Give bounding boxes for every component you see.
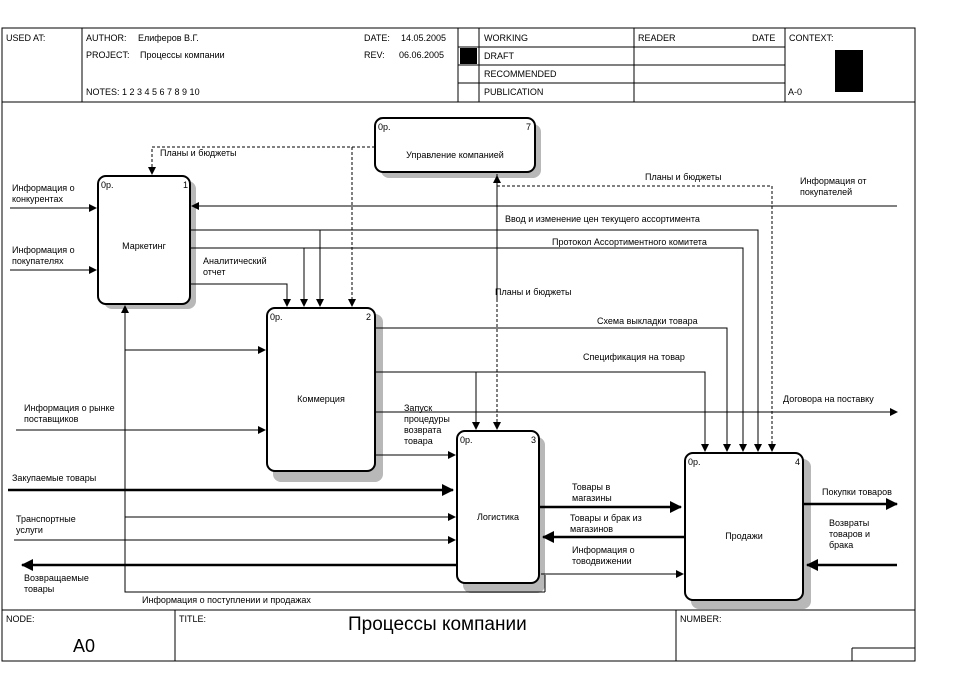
label-plans-right: Планы и бюджеты [645, 172, 722, 182]
arrow-analytic-report [190, 283, 291, 307]
author-label: AUTHOR: [86, 33, 127, 43]
arrow-receipts-sales [121, 305, 545, 593]
node-value: A0 [73, 636, 96, 656]
label-return-procedure: Запуск процедуры возврата товара [404, 403, 450, 446]
draft-marker [460, 48, 477, 64]
box-management [374, 117, 536, 173]
label-returned-goods: Возвращаемые товары [24, 573, 89, 594]
label-layout-scheme: Схема выкладки товара [597, 316, 698, 326]
box-op: 0р. [460, 435, 473, 445]
box-label-commerce: Коммерция [297, 394, 345, 404]
number-label: NUMBER: [680, 614, 722, 624]
label-plans-mid: Планы и бюджеты [495, 287, 572, 297]
project-label: PROJECT: [86, 50, 130, 60]
box-marketing [97, 175, 191, 305]
author-value: Елиферов В.Г. [138, 33, 199, 43]
status-draft: DRAFT [484, 51, 514, 61]
date-label: DATE: [364, 33, 390, 43]
rev-label: REV: [364, 50, 385, 60]
rev-value: 06.06.2005 [399, 50, 445, 60]
label-receipts-sales: Информация о поступлении и продажах [142, 595, 311, 605]
box-label-marketing: Маркетинг [122, 241, 166, 251]
project-value: Процессы компании [140, 50, 225, 60]
context-node: A-0 [788, 87, 803, 97]
label-product-spec: Спецификация на товар [583, 352, 685, 362]
reader-label: READER [638, 33, 676, 43]
label-buyer-info-left: Информация о покупателях [12, 245, 75, 266]
arrow-plans-marketing [148, 146, 375, 175]
label-competitor-info: Информация о конкурентах [12, 183, 75, 204]
status-publication: PUBLICATION [484, 87, 544, 97]
label-customer-purchases: Покупки товаров [822, 487, 892, 497]
label-goods-movement: Информация о товодвижении [572, 545, 635, 566]
box-op: 0р. [688, 457, 701, 467]
node-label: NODE: [6, 614, 35, 624]
arrow-layout-scheme [375, 327, 731, 452]
label-assortment-input: Ввод и изменение цен текущего ассортимен… [505, 214, 700, 224]
box-op: 0р. [378, 122, 391, 132]
arrow-assortment-input [190, 229, 762, 452]
label-goods-to-stores: Товары в магазины [572, 482, 612, 503]
box-op: 0р. [101, 180, 114, 190]
box-number: 1 [183, 180, 189, 190]
box-number: 4 [795, 457, 801, 467]
box-commerce [266, 307, 376, 472]
label-assortment-protocol: Протокол Ассортиментного комитета [552, 237, 707, 247]
label-buyer-info-right: Информация от покупателей [800, 176, 867, 197]
status-recommended: RECOMMENDED [484, 69, 557, 79]
arrow-product-spec [375, 371, 709, 452]
notes: NOTES: 1 2 3 4 5 6 7 8 9 10 [86, 87, 200, 97]
box-op: 0р. [270, 312, 283, 322]
label-plans-top: Планы и бюджеты [160, 148, 237, 158]
title-label: TITLE: [179, 614, 207, 624]
box-label-logistics: Логистика [476, 512, 519, 522]
arrow-plans-sales [497, 185, 776, 452]
box-number: 2 [366, 312, 372, 322]
box-label-sales: Продажи [725, 531, 763, 541]
label-analytic-report: Аналитический отчет [203, 256, 267, 277]
label-supply-contracts: Договора на поставку [783, 394, 874, 404]
date-value: 14.05.2005 [401, 33, 447, 43]
box-logistics [456, 430, 540, 584]
reader-date-label: DATE [752, 33, 776, 43]
label-returns-defect: Возвраты товаров и брака [829, 518, 871, 550]
box-number: 3 [531, 435, 537, 445]
label-transport: Транспортные услуги [16, 514, 76, 535]
label-supplier-market: Информация о рынке поставщиков [24, 403, 115, 424]
box-label-management: Управление компанией [406, 150, 504, 160]
status-working: WORKING [484, 33, 528, 43]
used-at-label: USED AT: [6, 33, 46, 43]
context-box [835, 50, 863, 92]
arrow-assortment-protocol [190, 247, 747, 452]
box-sales [684, 452, 804, 601]
diagram-title: Процессы компании [348, 614, 527, 635]
label-goods-defect: Товары и брак из магазинов [570, 513, 642, 534]
label-purchased-goods: Закупаемые товары [12, 473, 97, 483]
context-label: CONTEXT: [789, 33, 834, 43]
box-number: 7 [526, 122, 532, 132]
